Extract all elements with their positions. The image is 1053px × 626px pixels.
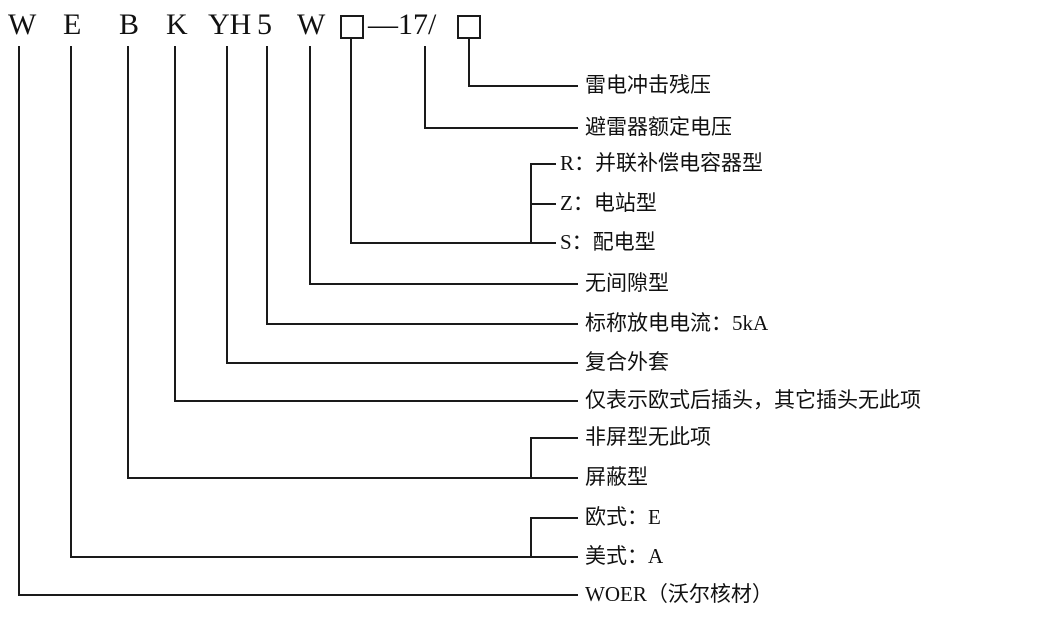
code-char-shield: B: [119, 8, 140, 41]
connector-line-type-box: [350, 38, 352, 244]
label-gapless: 无间隙型: [585, 271, 669, 295]
code-char-rated-voltage: —17/: [368, 8, 437, 41]
code-char-gapless: W: [297, 8, 326, 41]
label-rated-voltage: 避雷器额定电压: [585, 115, 732, 139]
code-char-plug: K: [166, 8, 188, 41]
connector-line-gapless: [309, 46, 311, 285]
bracket-line-standard-group: [530, 517, 532, 558]
type-placeholder-box-icon: [340, 15, 364, 39]
label-plug-note: 仅表示欧式后插头，其它插头无此项: [585, 388, 921, 412]
code-char-current: 5: [257, 8, 272, 41]
connector-line-non-shield: [530, 437, 578, 439]
connector-line-residual: [468, 85, 578, 87]
label-european: 欧式：E: [585, 505, 661, 529]
connector-line-type-r: [530, 163, 556, 165]
label-non-shield: 非屏型无此项: [585, 425, 711, 449]
connector-line-shield: [127, 46, 129, 479]
connector-line-rated: [424, 127, 578, 129]
residual-placeholder-box-icon: [457, 15, 481, 39]
code-char-manufacturer: W: [8, 8, 37, 41]
connector-line-type-z: [530, 203, 556, 205]
label-shielded: 屏蔽型: [585, 465, 648, 489]
connector-line-residual-box: [468, 38, 470, 87]
connector-line-housing: [226, 46, 228, 364]
bracket-line-shield-group: [530, 437, 532, 479]
connector-line-rated-voltage: [424, 46, 426, 129]
label-type-r: R：并联补偿电容器型: [560, 151, 764, 175]
label-type-s: S：配电型: [560, 230, 656, 254]
label-composite-housing: 复合外套: [585, 350, 669, 374]
connector-line-current-label: [266, 323, 578, 325]
connector-line-plug: [174, 46, 176, 402]
label-residual-voltage: 雷电冲击残压: [585, 73, 711, 97]
connector-line-current: [266, 46, 268, 325]
connector-line-manufacturer: [18, 46, 20, 596]
connector-line-american: [70, 556, 578, 558]
label-manufacturer-name: WOER（沃尔核材）: [585, 582, 773, 606]
code-char-housing: YH: [208, 8, 252, 41]
label-american: 美式：A: [585, 544, 664, 568]
connector-line-shielded: [127, 477, 578, 479]
label-nominal-current: 标称放电电流：5kA: [585, 311, 769, 335]
connector-line-woer: [18, 594, 578, 596]
connector-line-european: [530, 517, 578, 519]
connector-line-standard: [70, 46, 72, 558]
connector-line-type-s: [350, 242, 556, 244]
code-char-standard: E: [63, 8, 82, 41]
connector-line-plug-label: [174, 400, 578, 402]
connector-line-gapless-label: [309, 283, 578, 285]
connector-line-housing-label: [226, 362, 578, 364]
label-type-z: Z：电站型: [560, 191, 657, 215]
